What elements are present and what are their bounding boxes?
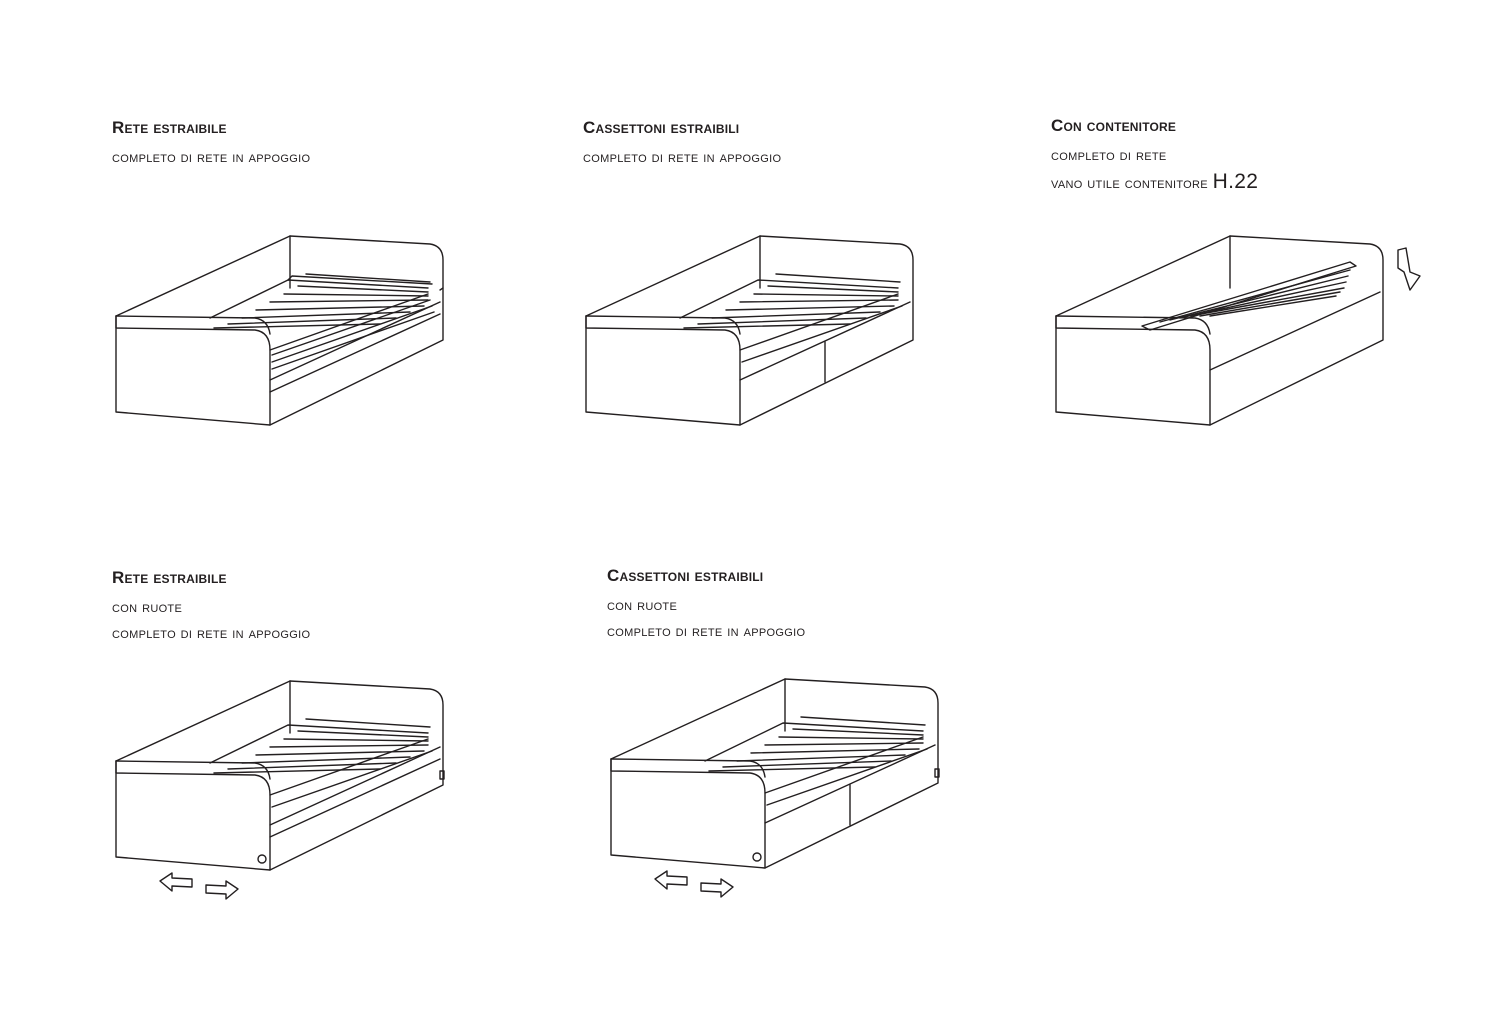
- arrow-left-icon: [159, 872, 193, 892]
- item-title: Con contenitore: [1051, 116, 1177, 135]
- item-description: completo di rete in appoggio: [607, 623, 806, 640]
- bed-drawing-rete: [115, 235, 444, 426]
- arrow-right-icon: [700, 878, 734, 898]
- item-cassettoni-estraibili-ruote: Cassettoni estraibili con ruote completo…: [607, 565, 805, 645]
- item-description: completo di rete in appoggio: [583, 149, 782, 166]
- item-description: completo di rete: [1051, 147, 1167, 164]
- item-description: con ruote: [607, 597, 678, 614]
- item-description: con ruote: [112, 599, 183, 616]
- item-title: Rete estraibile: [112, 568, 227, 587]
- item-title: Cassettoni estraibili: [607, 566, 764, 585]
- item-title: Cassettoni estraibili: [583, 118, 740, 137]
- rotate-arrow-icon: [1397, 247, 1421, 291]
- bed-drawing-contenitore: [1055, 235, 1421, 426]
- bed-drawing-cassettoni-ruote: [610, 678, 940, 898]
- item-cassettoni-estraibili: Cassettoni estraibili completo di rete i…: [583, 117, 781, 171]
- item-storage-height: vano utile contenitore H.22: [1051, 169, 1258, 197]
- item-description: completo di rete in appoggio: [112, 149, 311, 166]
- storage-value: H.22: [1212, 170, 1259, 193]
- item-description: completo di rete in appoggio: [112, 625, 311, 642]
- item-rete-estraibile: Rete estraibile completo di rete in appo…: [112, 117, 310, 171]
- item-title: Rete estraibile: [112, 118, 227, 137]
- bed-drawing-rete-ruote: [115, 680, 445, 900]
- item-con-contenitore: Con contenitore completo di rete vano ut…: [1051, 115, 1258, 197]
- item-rete-estraibile-ruote: Rete estraibile con ruote completo di re…: [112, 567, 310, 647]
- arrow-left-icon: [654, 870, 688, 890]
- bed-drawing-cassettoni: [585, 235, 914, 426]
- arrow-right-icon: [205, 880, 239, 900]
- storage-label: vano utile contenitore: [1051, 175, 1208, 192]
